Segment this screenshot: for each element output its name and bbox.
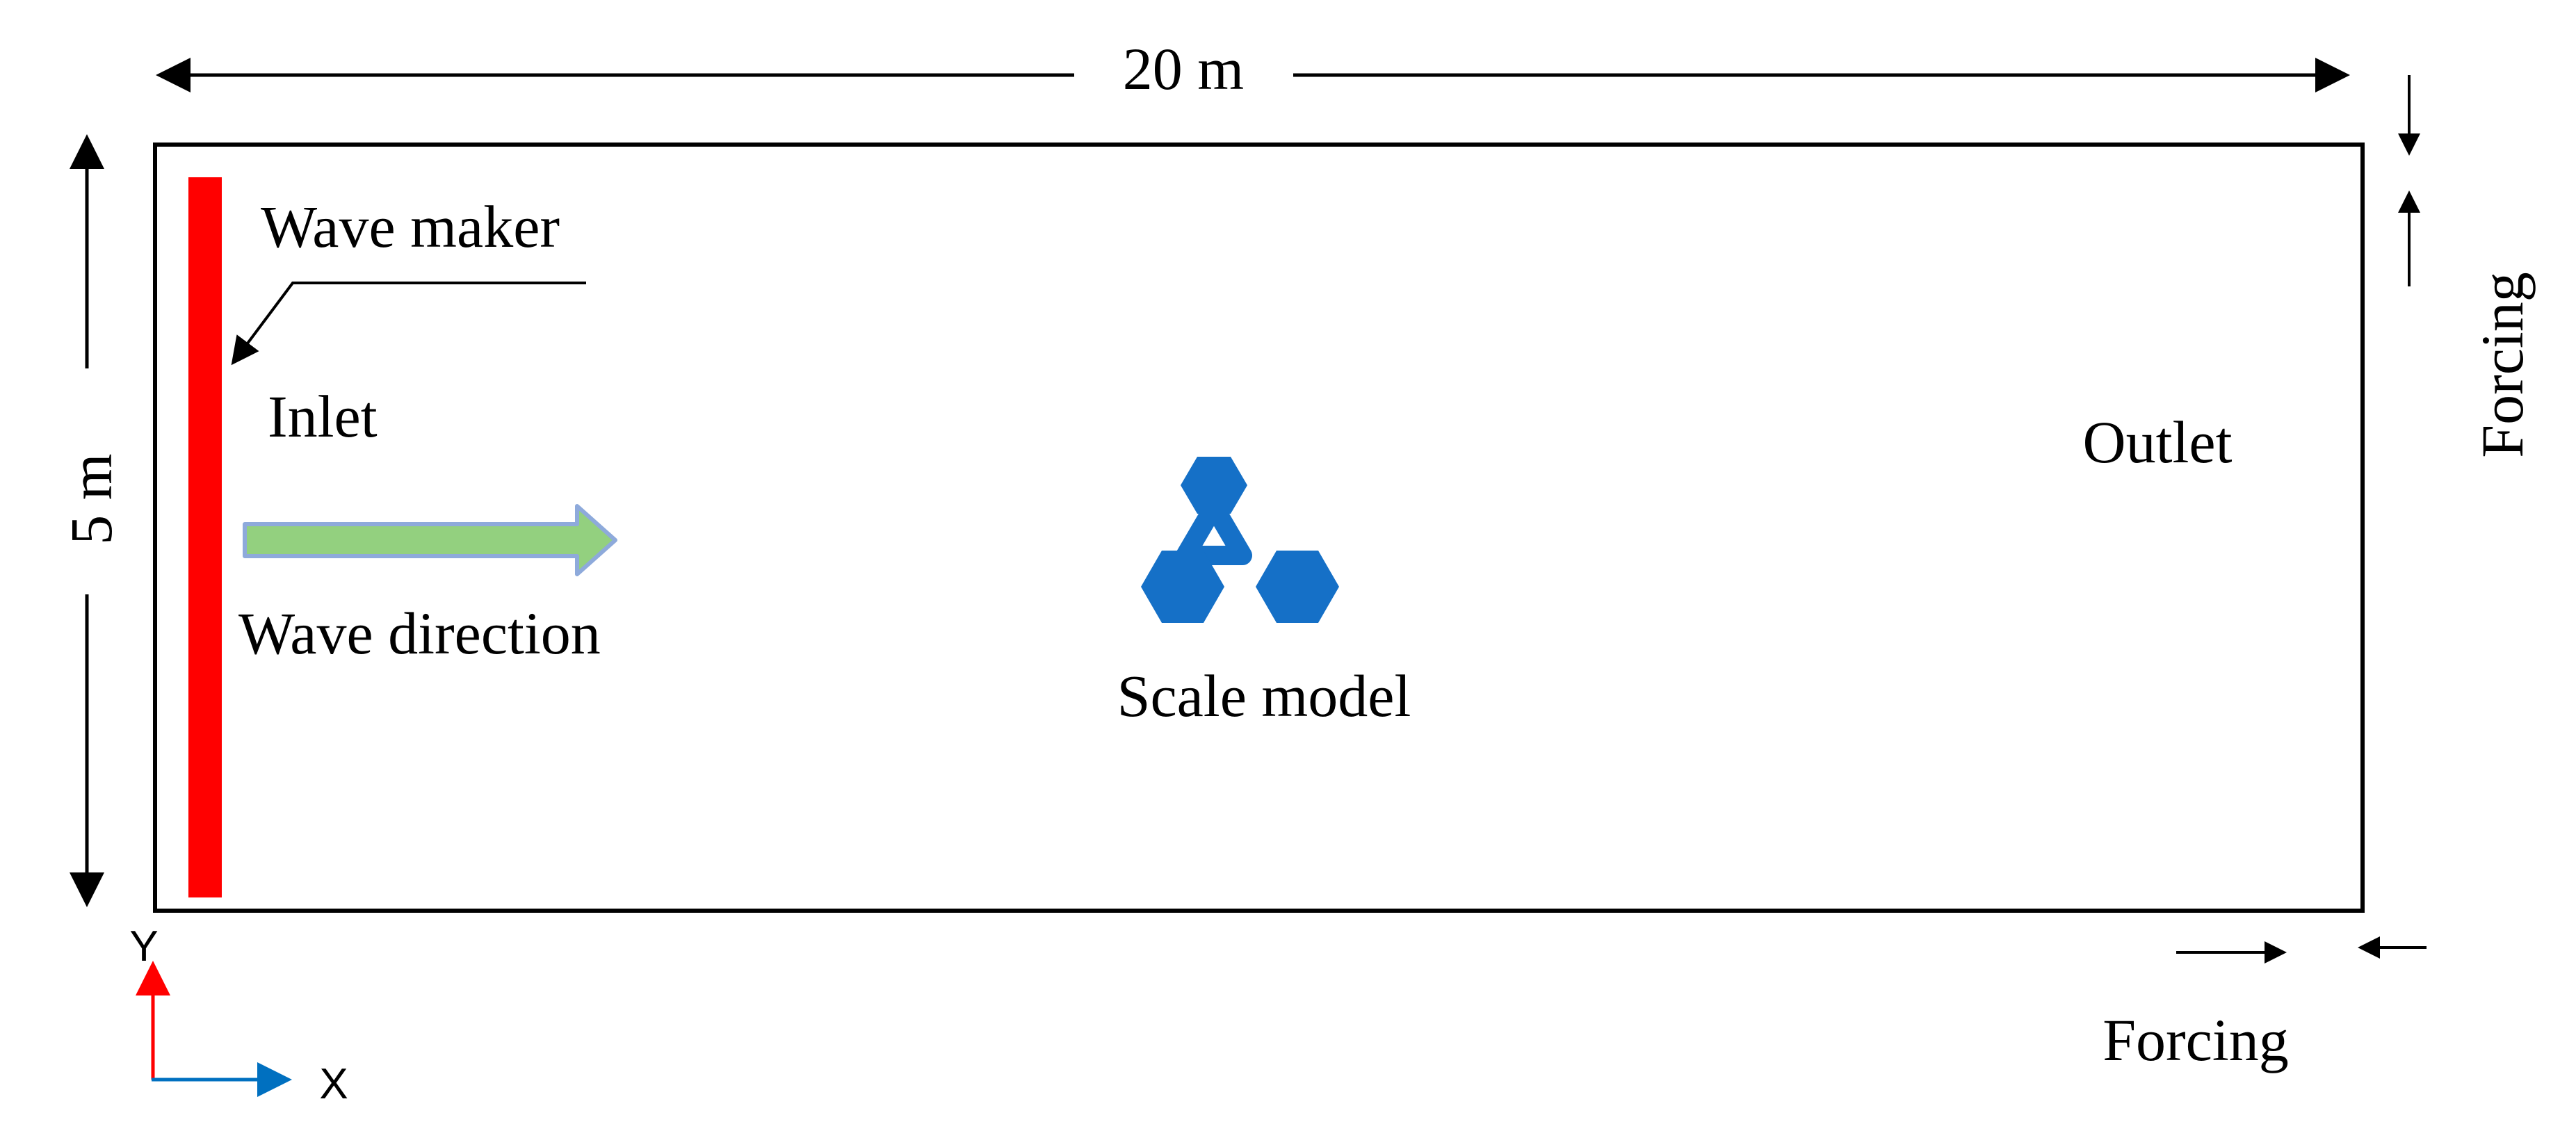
wave-maker-label: Wave maker bbox=[261, 193, 560, 260]
x-axis-label: X bbox=[319, 1060, 348, 1108]
scale-model-label: Scale model bbox=[1117, 663, 1411, 729]
height-dimension: 5 m bbox=[58, 134, 124, 907]
width-label: 20 m bbox=[1123, 35, 1244, 102]
forcing-bottom-label: Forcing bbox=[2103, 1007, 2289, 1073]
wave-direction-arrow bbox=[243, 504, 617, 576]
width-dimension: 20 m bbox=[156, 35, 2350, 102]
coordinate-axes: Y X bbox=[129, 922, 348, 1108]
height-label: 5 m bbox=[58, 453, 124, 544]
y-axis-label: Y bbox=[129, 922, 158, 970]
bottom-forcing-arrows bbox=[2176, 936, 2427, 964]
wave-direction-label: Wave direction bbox=[238, 600, 601, 667]
wave-maker-leader bbox=[231, 282, 586, 366]
outlet-label: Outlet bbox=[2083, 409, 2233, 475]
scale-model-icon bbox=[1141, 457, 1339, 623]
inlet-label: Inlet bbox=[268, 383, 378, 450]
tank-boundary bbox=[153, 143, 2365, 913]
forcing-right-label: Forcing bbox=[2469, 272, 2536, 458]
wave-maker-bar bbox=[188, 177, 222, 897]
